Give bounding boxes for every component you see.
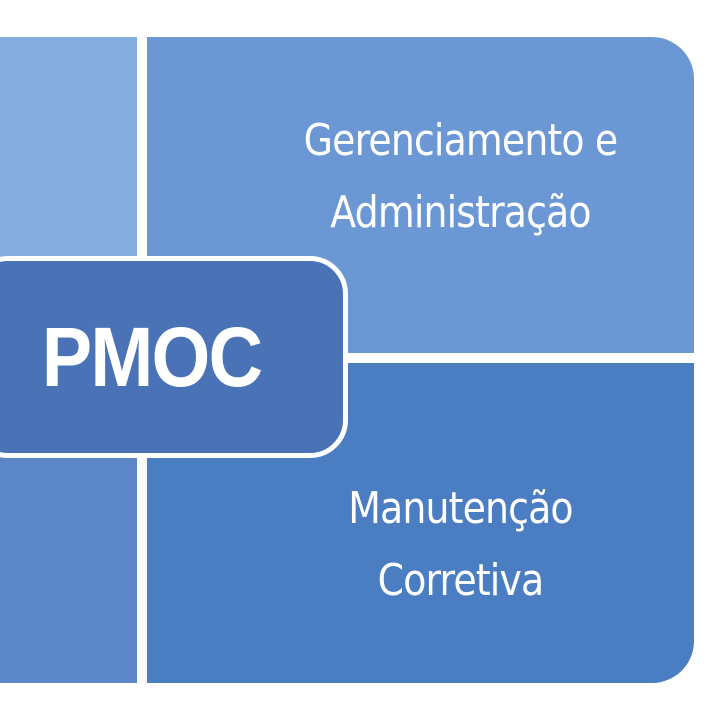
management-panel: Gerenciamento e Administração [147,37,694,353]
corrective-maintenance-label: Manutenção Corretiva [260,473,662,617]
management-label-line1: Gerenciamento e [303,115,618,166]
management-label: Gerenciamento e Administração [260,105,662,249]
pmoc-center-box: PMOC [0,256,348,458]
corrective-maintenance-label-line2: Corretiva [377,555,545,606]
corrective-maintenance-label-line1: Manutenção [348,483,573,534]
corrective-maintenance-panel: Manutenção Corretiva [147,363,694,683]
management-label-line2: Administração [330,187,591,238]
pmoc-title: PMOC [41,309,263,404]
